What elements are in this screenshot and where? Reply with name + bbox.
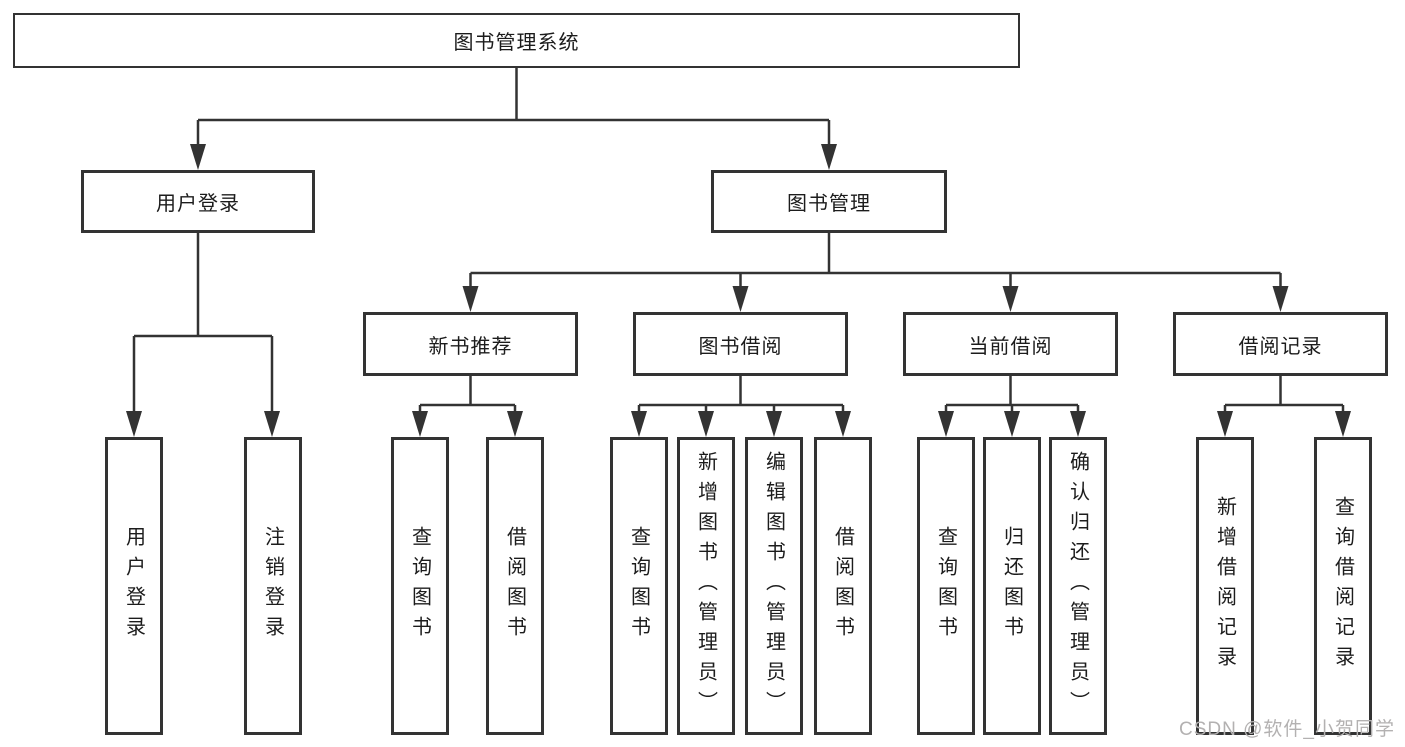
node-user-login: 用户登录 <box>81 170 315 233</box>
node-current-borrow: 当前借阅 <box>903 312 1118 376</box>
node-leaf-edit-book-admin: 编辑图书（管理员） <box>745 437 803 735</box>
node-label: 查询借阅记录 <box>1331 496 1354 676</box>
csdn-watermark: CSDN @软件_小贺同学 <box>1179 719 1395 740</box>
node-label: 图书借阅 <box>698 335 783 358</box>
node-book-borrow: 图书借阅 <box>633 312 848 376</box>
node-label: 查询图书 <box>627 526 650 646</box>
node-leaf-add-borrow-record: 新增借阅记录 <box>1196 437 1254 735</box>
node-borrow-records: 借阅记录 <box>1173 312 1388 376</box>
node-book-management: 图书管理 <box>711 170 947 233</box>
node-label: 当前借阅 <box>968 335 1053 358</box>
node-leaf-query-borrow-record: 查询借阅记录 <box>1314 437 1372 735</box>
node-label: 借阅图书 <box>831 526 854 646</box>
node-new-book-recommend: 新书推荐 <box>363 312 578 376</box>
node-leaf-confirm-return-admin: 确认归还（管理员） <box>1049 437 1107 735</box>
node-label: 新书推荐 <box>428 335 513 358</box>
node-label: 编辑图书（管理员） <box>762 451 785 721</box>
node-label: 确认归还（管理员） <box>1066 451 1089 721</box>
node-label: 借阅记录 <box>1238 335 1323 358</box>
node-label: 借阅图书 <box>503 526 526 646</box>
node-leaf-query-books-2: 查询图书 <box>610 437 668 735</box>
node-library-system: 图书管理系统 <box>13 13 1020 68</box>
node-leaf-add-book-admin: 新增图书（管理员） <box>677 437 735 735</box>
node-label: 新增图书（管理员） <box>694 451 717 721</box>
node-label: 查询图书 <box>408 526 431 646</box>
node-label: 用户登录 <box>122 526 145 646</box>
node-leaf-logout: 注销登录 <box>244 437 302 735</box>
node-label: 查询图书 <box>934 526 957 646</box>
node-leaf-query-books-1: 查询图书 <box>391 437 449 735</box>
node-label: 图书管理系统 <box>453 32 580 54</box>
node-leaf-query-books-3: 查询图书 <box>917 437 975 735</box>
node-leaf-return-books: 归还图书 <box>983 437 1041 735</box>
node-label: 注销登录 <box>261 526 284 646</box>
node-label: 新增借阅记录 <box>1213 496 1236 676</box>
node-leaf-borrow-books-2: 借阅图书 <box>814 437 872 735</box>
node-leaf-user-login: 用户登录 <box>105 437 163 735</box>
node-label: 图书管理 <box>787 193 871 215</box>
node-label: 用户登录 <box>156 193 240 215</box>
node-label: 归还图书 <box>1000 526 1023 646</box>
node-leaf-borrow-books-1: 借阅图书 <box>486 437 544 735</box>
